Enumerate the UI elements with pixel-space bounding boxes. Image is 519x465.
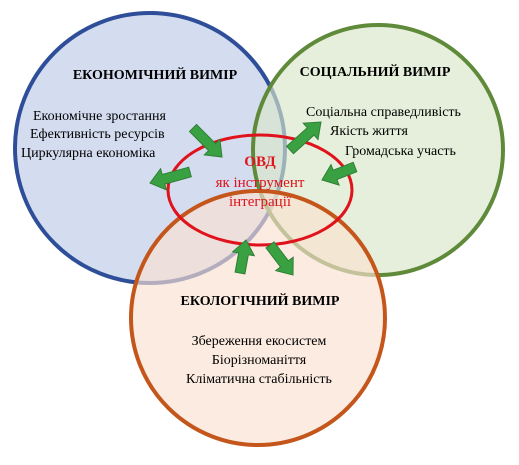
economic-title: ЕКОНОМІЧНИЙ ВИМІР xyxy=(73,66,238,83)
arrow-ecological-in xyxy=(231,239,256,275)
ecological-item-3: Кліматична стабільність xyxy=(186,372,332,387)
arrow-economic-out xyxy=(149,166,192,191)
economic-item-3: Циркулярна економіка xyxy=(21,146,156,161)
arrow-ecological-out xyxy=(265,241,294,276)
center-line-1: як інструмент xyxy=(216,175,305,191)
social-item-1: Соціальна справедливість xyxy=(306,105,461,120)
center-line-2: інтеграції xyxy=(229,194,292,210)
social-title: СОЦІАЛЬНИЙ ВИМІР xyxy=(300,63,451,80)
arrow-social-out xyxy=(285,121,322,155)
arrow-economic-in xyxy=(188,123,223,158)
ecological-item-2: Біорізноманіття xyxy=(212,353,307,368)
social-item-2: Якість життя xyxy=(330,124,408,139)
center-ellipse xyxy=(166,133,354,247)
ecological-title: ЕКОЛОГІЧНИЙ ВИМІР xyxy=(181,292,340,309)
economic-item-1: Економічне зростання xyxy=(33,109,166,124)
social-item-3: Громадська участь xyxy=(345,144,456,159)
economic-item-2: Ефективність ресурсів xyxy=(30,127,165,142)
ecological-item-1: Збереження екосистем xyxy=(192,334,327,349)
center-title: ОВД xyxy=(244,154,276,170)
ecological-circle xyxy=(129,189,387,447)
arrow-social-in xyxy=(321,161,358,186)
